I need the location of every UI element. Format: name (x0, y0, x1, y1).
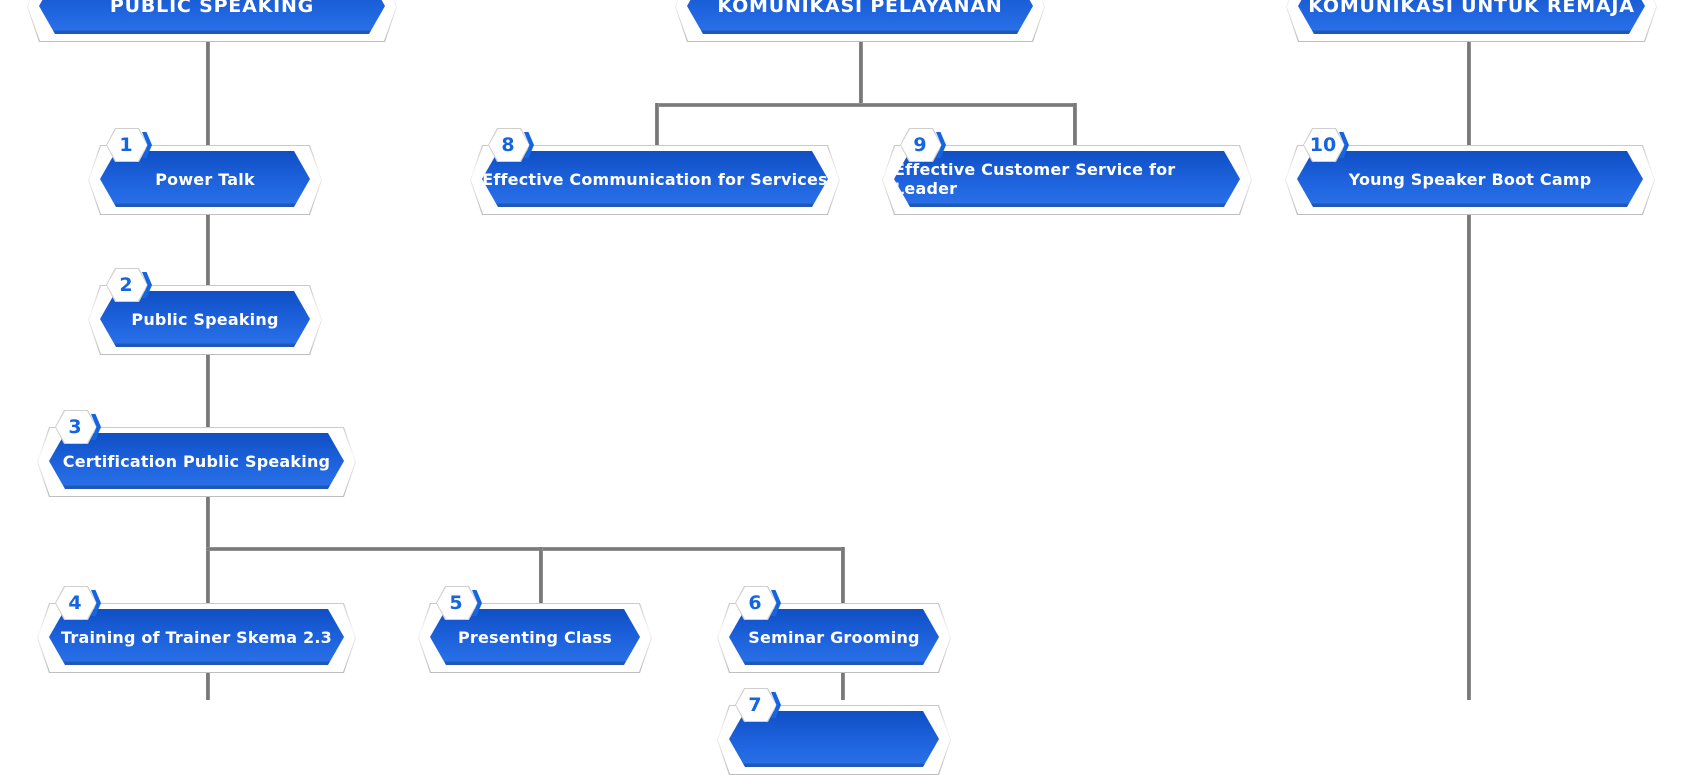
node-label: Effective Communication for Services (482, 151, 828, 207)
badge-number: 6 (748, 592, 762, 614)
connector-10-down (1467, 212, 1471, 700)
connector-branch-to-6 (841, 547, 845, 607)
node-3[interactable]: Certification Public Speaking 3 (37, 427, 356, 497)
node-label: Effective Customer Service for Leader (894, 151, 1240, 207)
connector-branch-pelayanan (655, 103, 1077, 107)
connector-6-to-7 (841, 670, 845, 700)
connector-public-speaking-to-1 (206, 38, 210, 150)
badge-number: 9 (913, 134, 927, 156)
node-7[interactable]: 7 (717, 705, 951, 775)
badge-number: 7 (748, 694, 762, 716)
connector-branch-to-5 (539, 547, 543, 607)
number-badge: 1 (106, 128, 152, 162)
badge-number: 2 (119, 274, 133, 296)
number-badge: 4 (55, 586, 101, 620)
badge-number: 5 (449, 592, 463, 614)
number-badge: 7 (735, 688, 781, 722)
node-label: Young Speaker Boot Camp (1297, 151, 1643, 207)
header-label: KOMUNIKASI PELAYANAN (687, 0, 1033, 34)
connector-2-to-3 (206, 352, 210, 430)
connector-remaja-to-10 (1467, 38, 1471, 150)
connector-1-to-2 (206, 212, 210, 288)
connector-komunikasi-pelayanan-stem (859, 38, 863, 107)
node-5[interactable]: Presenting Class 5 (418, 603, 652, 673)
node-10[interactable]: Young Speaker Boot Camp 10 (1285, 145, 1655, 215)
node-4[interactable]: Training of Trainer Skema 2.3 4 (37, 603, 356, 673)
number-badge: 2 (106, 268, 152, 302)
node-label: Certification Public Speaking (49, 433, 344, 489)
node-label: Training of Trainer Skema 2.3 (49, 609, 344, 665)
badge-number: 8 (501, 134, 515, 156)
connector-4-down (206, 670, 210, 700)
number-badge: 9 (900, 128, 946, 162)
number-badge: 3 (55, 410, 101, 444)
number-badge: 8 (488, 128, 534, 162)
node-2[interactable]: Public Speaking 2 (88, 285, 322, 355)
header-label: PUBLIC SPEAKING (39, 0, 385, 34)
number-badge: 10 (1303, 128, 1349, 162)
header-komunikasi-pelayanan[interactable]: KOMUNIKASI PELAYANAN (675, 0, 1045, 42)
number-badge: 5 (436, 586, 482, 620)
node-9[interactable]: Effective Customer Service for Leader 9 (882, 145, 1252, 215)
connector-branch-to-8 (655, 103, 659, 150)
node-6[interactable]: Seminar Grooming 6 (717, 603, 951, 673)
header-label: KOMUNIKASI UNTUK REMAJA (1298, 0, 1645, 34)
node-8[interactable]: Effective Communication for Services 8 (470, 145, 840, 215)
badge-number: 1 (119, 134, 133, 156)
header-public-speaking[interactable]: PUBLIC SPEAKING (27, 0, 397, 42)
node-1[interactable]: Power Talk 1 (88, 145, 322, 215)
badge-number: 3 (68, 416, 82, 438)
badge-number: 4 (68, 592, 82, 614)
header-komunikasi-untuk-remaja[interactable]: KOMUNIKASI UNTUK REMAJA (1286, 0, 1657, 42)
connector-branch-3 (206, 547, 845, 551)
badge-number: 10 (1309, 134, 1337, 156)
number-badge: 6 (735, 586, 781, 620)
connector-branch-to-9 (1073, 103, 1077, 150)
